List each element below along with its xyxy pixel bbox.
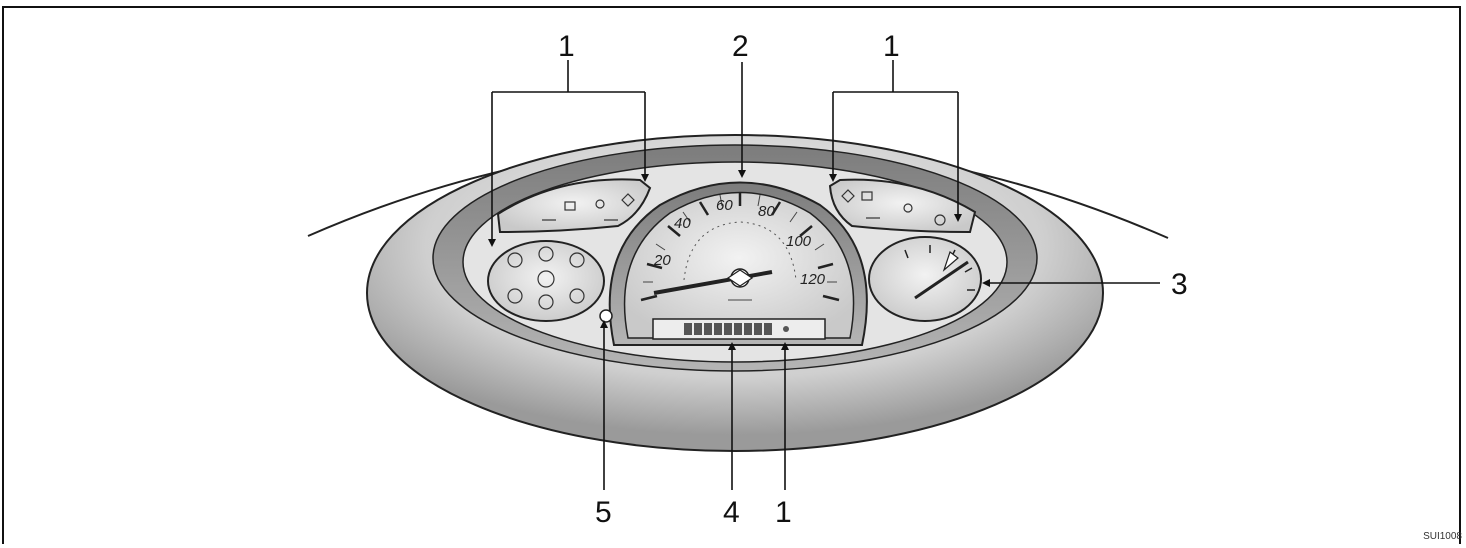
- callout-1-left: 1: [558, 30, 575, 63]
- callout-2: 2: [732, 30, 749, 63]
- callout-5: 5: [595, 496, 612, 529]
- speed-mark-120: 120: [800, 271, 826, 288]
- callout-1-right: 1: [883, 30, 900, 63]
- speed-mark-60: 60: [716, 197, 733, 214]
- speed-mark-20: 20: [653, 252, 671, 269]
- speed-mark-40: 40: [674, 215, 691, 232]
- speed-mark-80: 80: [758, 203, 775, 220]
- image-code: SUI1008: [1423, 531, 1462, 542]
- callout-3: 3: [1171, 268, 1188, 301]
- speed-mark-100: 100: [786, 233, 812, 250]
- callout-4: 4: [723, 496, 740, 529]
- fuel-temp-gauge: [869, 237, 981, 321]
- callout-1-bottom: 1: [775, 496, 792, 529]
- trip-reset-knob: [600, 310, 612, 322]
